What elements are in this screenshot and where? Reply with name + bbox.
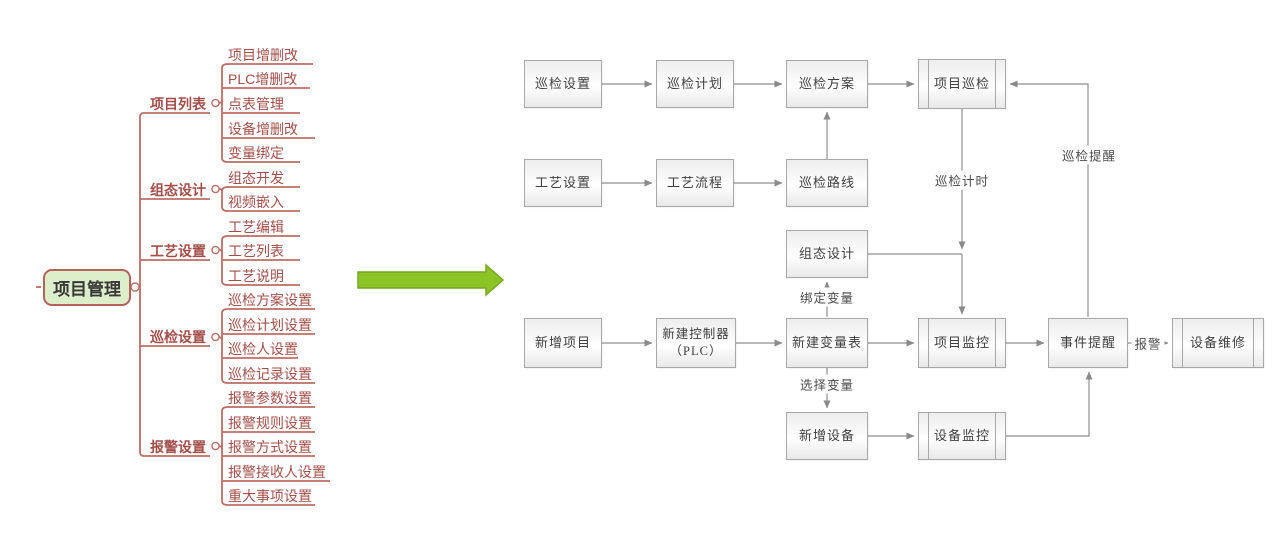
flow-node-new-device: 新增设备 — [786, 412, 868, 460]
mindmap-root-node: 项目管理 — [43, 269, 131, 306]
flow-node-project-inspection: 项目巡检 — [918, 59, 1006, 109]
flow-node-new-variable-table: 新建变量表 — [786, 318, 868, 368]
collapse-toggle-icon — [130, 282, 140, 292]
flow-node-label: 工艺流程 — [666, 175, 723, 191]
flow-node-label: 设备监控 — [933, 428, 990, 444]
predefined-bar-left — [928, 60, 929, 108]
mindmap-branch-configuration-design: 组态设计 — [150, 182, 206, 198]
mindmap-branch-process-settings: 工艺设置 — [150, 243, 206, 259]
flow-node-label: 新增设备 — [798, 428, 855, 444]
flow-node-event-reminder: 事件提醒 — [1048, 318, 1128, 368]
mindmap-leaf-node: 报警规则设置 — [228, 415, 312, 431]
flow-node-label: 新建变量表 — [791, 335, 862, 351]
predefined-bar-left — [928, 319, 929, 367]
green-right-arrow-icon — [357, 263, 505, 297]
predefined-bar-right — [995, 60, 996, 108]
flow-node-process-settings: 工艺设置 — [524, 159, 602, 207]
flow-node-device-maintenance: 设备维修 — [1172, 318, 1264, 368]
flow-node-device-monitoring: 设备监控 — [918, 412, 1006, 460]
mindmap-leaf-node: 工艺列表 — [228, 243, 284, 259]
flow-node-configuration-design: 组态设计 — [786, 230, 868, 278]
flow-node-new-project: 新增项目 — [524, 318, 602, 368]
mindmap-leaf-node: 视频嵌入 — [228, 194, 284, 210]
flow-node-label: 巡检计划 — [666, 76, 723, 92]
mindmap-leaf-node: 工艺说明 — [228, 268, 284, 284]
flow-node-label: 事件提醒 — [1059, 335, 1116, 351]
mindmap-leaf-node: 变量绑定 — [228, 145, 284, 161]
flow-node-inspection-plan: 巡检计划 — [656, 60, 734, 108]
flow-node-label: 设备维修 — [1189, 335, 1246, 351]
mindmap-branch-alarm-settings: 报警设置 — [150, 439, 206, 455]
mindmap-leaf-node: 巡检记录设置 — [228, 366, 312, 382]
mindmap-leaf-node: 组态开发 — [228, 170, 284, 186]
collapse-toggle-icon — [211, 184, 220, 194]
mindmap-leaf-node: 报警接收人设置 — [228, 464, 326, 480]
edge-label-select-variable: 选择变量 — [796, 374, 858, 394]
flow-node-process-flow: 工艺流程 — [656, 159, 734, 207]
collapse-toggle-icon — [211, 441, 220, 451]
collapse-toggle-icon — [211, 332, 220, 342]
mindmap-leaf-node: 工艺编辑 — [228, 219, 284, 235]
flow-node-label: 巡检设置 — [534, 76, 591, 92]
flow-node-label: 工艺设置 — [534, 175, 591, 191]
predefined-bar-left — [928, 413, 929, 459]
edge-label-inspection-timing: 巡检计时 — [931, 170, 993, 190]
flow-node-label: 组态设计 — [798, 246, 855, 262]
flow-node-label: 项目巡检 — [933, 76, 990, 92]
flow-node-label: 新建控制器 — [662, 327, 730, 342]
mindmap-leaf-node: 巡检方案设置 — [228, 292, 312, 308]
flow-node-label: 巡检路线 — [798, 175, 855, 191]
flow-node-label: 巡检方案 — [798, 76, 855, 92]
predefined-bar-right — [1253, 319, 1254, 367]
edge-label-inspection-reminder: 巡检提醒 — [1058, 145, 1120, 165]
flowchart-connectors — [602, 80, 1169, 440]
flow-node-inspection-settings: 巡检设置 — [524, 60, 602, 108]
flow-node-label: 新增项目 — [534, 335, 591, 351]
mindmap-leaf-node: 巡检人设置 — [228, 341, 298, 357]
mindmap-leaf-node: 报警参数设置 — [228, 390, 312, 406]
mindmap-leaf-node: 点表管理 — [228, 96, 284, 112]
flow-node-label-line2: （PLC） — [669, 344, 723, 358]
edge-label-alarm: 报警 — [1131, 333, 1165, 353]
flow-node-label: 项目监控 — [933, 335, 990, 351]
flow-node-project-monitoring: 项目监控 — [918, 318, 1006, 368]
mindmap-leaf-node: 报警方式设置 — [228, 439, 312, 455]
mindmap-leaf-node: 重大事项设置 — [228, 488, 312, 504]
mindmap-leaf-node: 巡检计划设置 — [228, 317, 312, 333]
flow-node-inspection-scheme: 巡检方案 — [786, 60, 868, 108]
predefined-bar-right — [995, 413, 996, 459]
collapse-toggle-icon — [211, 98, 220, 108]
mindmap-leaf-node: 项目增删改 — [228, 47, 298, 63]
collapse-toggle-icon — [211, 245, 220, 255]
mindmap-branch-inspection-settings: 巡检设置 — [150, 329, 206, 345]
flow-node-new-controller: 新建控制器 （PLC） — [656, 318, 736, 368]
predefined-bar-left — [1182, 319, 1183, 367]
predefined-bar-right — [995, 319, 996, 367]
mindmap-branch-project-list: 项目列表 — [150, 96, 206, 112]
edge-label-bind-variable: 绑定变量 — [796, 287, 858, 307]
mindmap-leaf-node: 设备增删改 — [228, 121, 298, 137]
flow-node-inspection-route: 巡检路线 — [786, 159, 868, 207]
mindmap-leaf-node: PLC增删改 — [228, 71, 298, 87]
